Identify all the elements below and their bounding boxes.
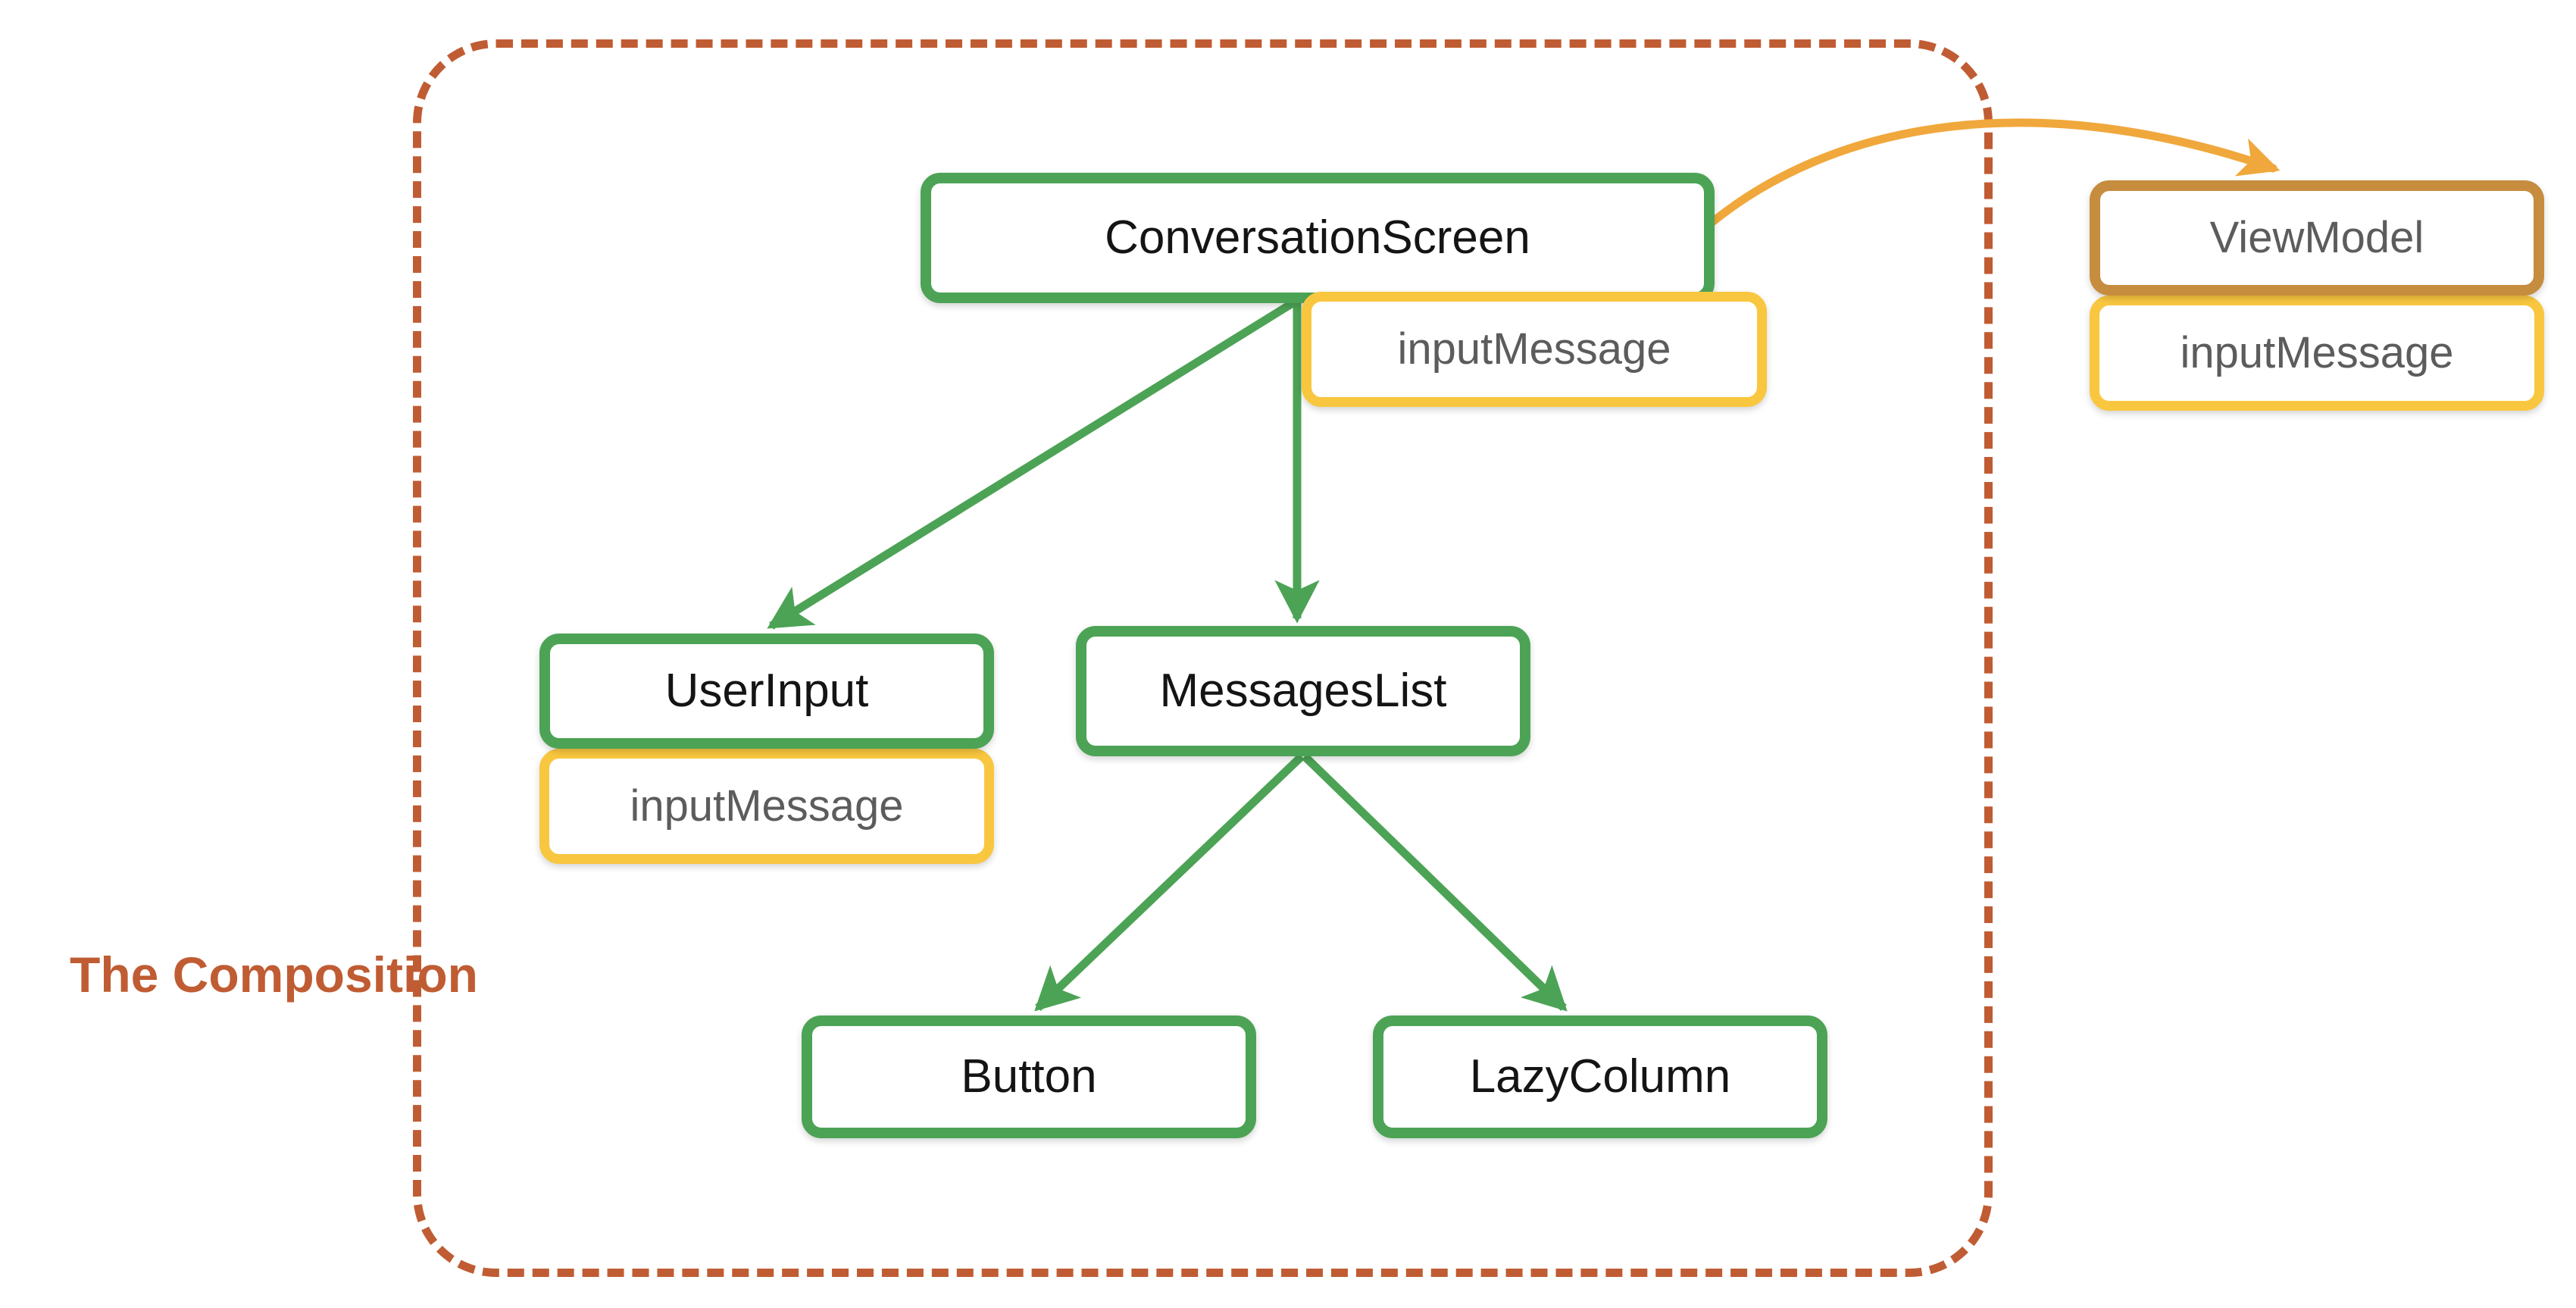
composition-boundary [413,39,1993,1277]
state-badge-conversation-screen[interactable]: inputMessage [1302,292,1767,407]
composition-caption: The Composition [70,947,478,1003]
state-badge-user-input[interactable]: inputMessage [539,749,994,864]
node-messages-list-label: MessagesList [1159,665,1447,717]
state-badge-conversation-screen-label: inputMessage [1397,324,1671,374]
node-conversation-screen[interactable]: ConversationScreen [921,173,1715,303]
node-button[interactable]: Button [802,1015,1256,1138]
node-lazy-column[interactable]: LazyColumn [1373,1015,1827,1138]
node-view-model-label: ViewModel [2209,213,2424,262]
node-user-input-label: UserInput [664,665,869,717]
node-conversation-screen-label: ConversationScreen [1105,211,1530,264]
node-messages-list[interactable]: MessagesList [1076,626,1530,756]
node-view-model[interactable]: ViewModel [2090,180,2544,296]
state-badge-view-model-label: inputMessage [2180,328,2454,377]
node-lazy-column-label: LazyColumn [1469,1050,1731,1103]
node-button-label: Button [961,1050,1097,1103]
state-badge-user-input-label: inputMessage [630,781,904,831]
state-badge-view-model[interactable]: inputMessage [2090,296,2544,411]
node-user-input[interactable]: UserInput [539,634,994,749]
